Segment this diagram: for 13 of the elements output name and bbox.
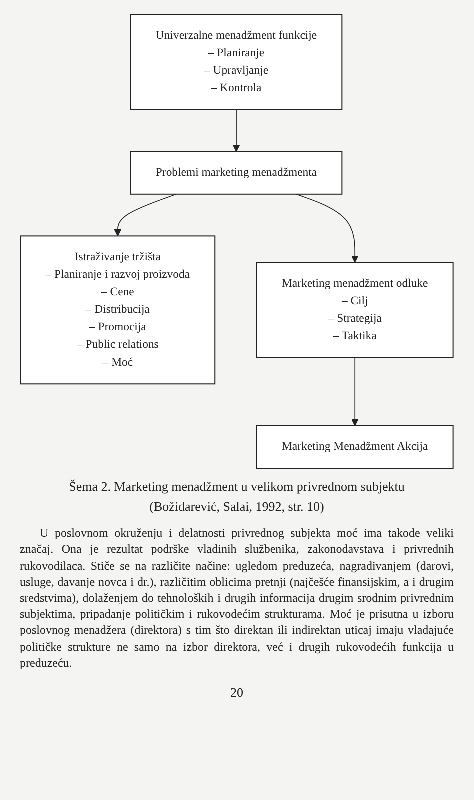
node-box: Istraživanje tržišta – Planiranje i razvoj proizvoda – Cene – Distribucija – Promocija – Public relations – Moć <box>20 236 216 385</box>
body-paragraph: U poslovnom okruženju i delatnosti privrednog subjekta moć ima takođe veliki značaj. Ona je rezultat podrške vladinih službenika, zakonodavstava i privrednih rukovodilaca. Stiče se na različite načine: ugledom preduzeća, nagrađivanjem (darovi, usluge, davanje novca i dr.), različitim oblicima pretnji (najčešće finansijskim, a i drugim sredstvima), dolaženjem do tehnoloških i drugih informacija drugim srodnim privrednim subjektima, pripadanje političkim i rukovodećim strukturama. Moć je prisutna u izboru poslovnog menadžera (direktora) s tim što direktan ili indirektan uticaj imaju vladajuće političke strukture ne samo na izbor direktora, već i drugih rukovodećih funkcija u preduzeću. <box>20 525 454 671</box>
citation: (Božidarević, Salai, 1992, str. 10) <box>148 499 326 516</box>
page-number: 20 <box>230 684 244 701</box>
node-box: Problemi marketing menadžmenta <box>130 151 343 195</box>
node-box: Marketing Menadžment Akcija <box>256 425 454 470</box>
figure-caption: Šema 2. Marketing menadžment u velikom privrednom subjektu <box>68 479 406 496</box>
arrow <box>351 357 359 426</box>
arrow <box>296 194 359 263</box>
arrow <box>232 110 240 152</box>
arrow <box>114 194 178 237</box>
node-box: Marketing menadžment odluke – Cilj – Strategija – Taktika <box>256 262 454 358</box>
node-box: Univerzalne menadžment funkcije – Planiranje – Upravljanje – Kontrola <box>130 14 343 110</box>
